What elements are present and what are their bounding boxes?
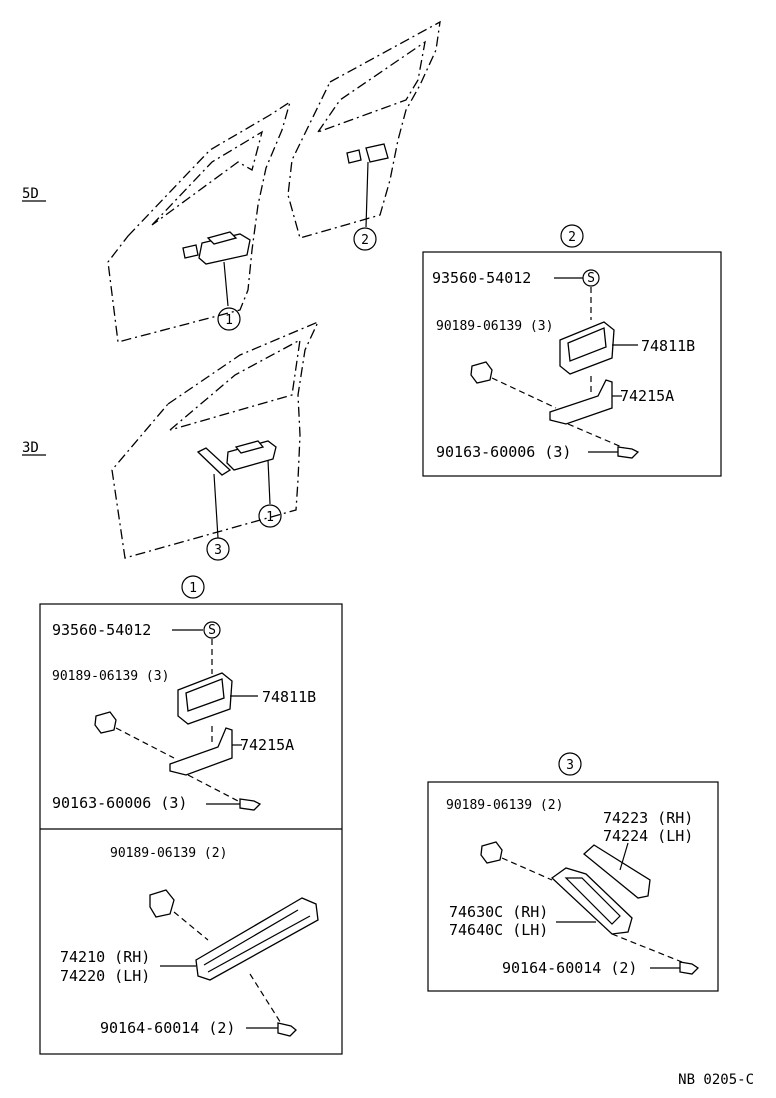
svg-text:1: 1 xyxy=(189,581,197,596)
door-3d xyxy=(111,320,320,559)
detail1-armrest xyxy=(195,897,319,981)
clip-5d-rear xyxy=(346,149,362,164)
detail1-bracket xyxy=(169,727,233,776)
svg-text:2: 2 xyxy=(361,233,369,248)
svg-text:3: 3 xyxy=(566,758,574,773)
detail2-screw-label: 90163-60006 (3) xyxy=(436,443,571,461)
pull-handle-3d xyxy=(196,447,232,476)
detail2-bracket xyxy=(549,379,613,425)
label-3d: 3D xyxy=(22,440,39,456)
detail1-switch-label: 74811B xyxy=(262,688,316,706)
svg-text:2: 2 xyxy=(568,230,576,245)
label-5d: 5D xyxy=(22,186,39,202)
detail3-clip xyxy=(480,841,503,864)
callout-3-3d: 3 xyxy=(206,537,230,561)
switch-3d xyxy=(234,440,265,454)
detail1-clip xyxy=(94,711,117,734)
svg-text:S: S xyxy=(587,271,595,286)
switch-5d-front xyxy=(206,231,238,245)
armrest-3d xyxy=(226,440,277,471)
detail2-seal-label: 93560-54012 xyxy=(432,269,531,287)
svg-text:3: 3 xyxy=(214,543,222,558)
seal-icon xyxy=(582,269,600,287)
detail1-screw-label: 90163-60006 (3) xyxy=(52,794,187,812)
detail-1: 1 93560-54012 S 74811B 90189-06139 (3) 7… xyxy=(39,575,343,1055)
front-door-5d xyxy=(107,100,292,343)
detail1-screw xyxy=(239,798,262,811)
detail2-switch-label: 74811B xyxy=(641,337,695,355)
detail1-armrest-lh-label: 74220 (LH) xyxy=(60,967,150,985)
detail1-clip-label: 90189-06139 (3) xyxy=(52,669,169,684)
detail1-bracket-label: 74215A xyxy=(240,736,294,754)
detail1-lower-clip xyxy=(149,889,175,918)
detail3-screw xyxy=(679,961,700,975)
callout-1-5d: 1 xyxy=(217,307,241,331)
detail-2: 2 93560-54012 S 74811B 90189-06139 (3) 7… xyxy=(422,224,722,477)
detail2-bracket-label: 74215A xyxy=(620,387,674,405)
detail1-armrest-rh-label: 74210 (RH) xyxy=(60,948,150,966)
svg-text:S: S xyxy=(208,623,216,638)
detail3-cover xyxy=(583,844,651,899)
detail2-screw xyxy=(617,446,640,459)
svg-text:1: 1 xyxy=(266,510,274,525)
seal-icon xyxy=(203,621,221,639)
detail3-handle-lh-label: 74640C (LH) xyxy=(449,921,548,939)
detail3-handle-rh-label: 74630C (RH) xyxy=(449,903,548,921)
drawing-code: NB 0205-C xyxy=(678,1072,754,1088)
switch-5d-rear xyxy=(365,143,389,163)
detail2-clip xyxy=(470,361,493,384)
detail3-screw-label: 90164-60014 (2) xyxy=(502,959,637,977)
detail2-clip-label: 90189-06139 (3) xyxy=(436,319,553,334)
rear-door-5d xyxy=(287,20,441,239)
detail1-seal-label: 93560-54012 xyxy=(52,621,151,639)
detail1-lower-clip-label: 90189-06139 (2) xyxy=(110,846,227,861)
detail3-cover-rh-label: 74223 (RH) xyxy=(603,809,693,827)
svg-text:1: 1 xyxy=(225,313,233,328)
callout-1-3d: 1 xyxy=(258,504,282,528)
detail3-clip-label: 90189-06139 (2) xyxy=(446,798,563,813)
detail3-cover-lh-label: 74224 (LH) xyxy=(603,827,693,845)
detail1-lower-screw-label: 90164-60014 (2) xyxy=(100,1019,235,1037)
clip-5d-front xyxy=(182,244,199,259)
callout-2-5d: 2 xyxy=(353,227,377,251)
detail-3: 3 90189-06139 (2) 74223 (RH) 74224 (LH) … xyxy=(427,752,719,992)
detail1-lower-screw xyxy=(277,1022,297,1037)
